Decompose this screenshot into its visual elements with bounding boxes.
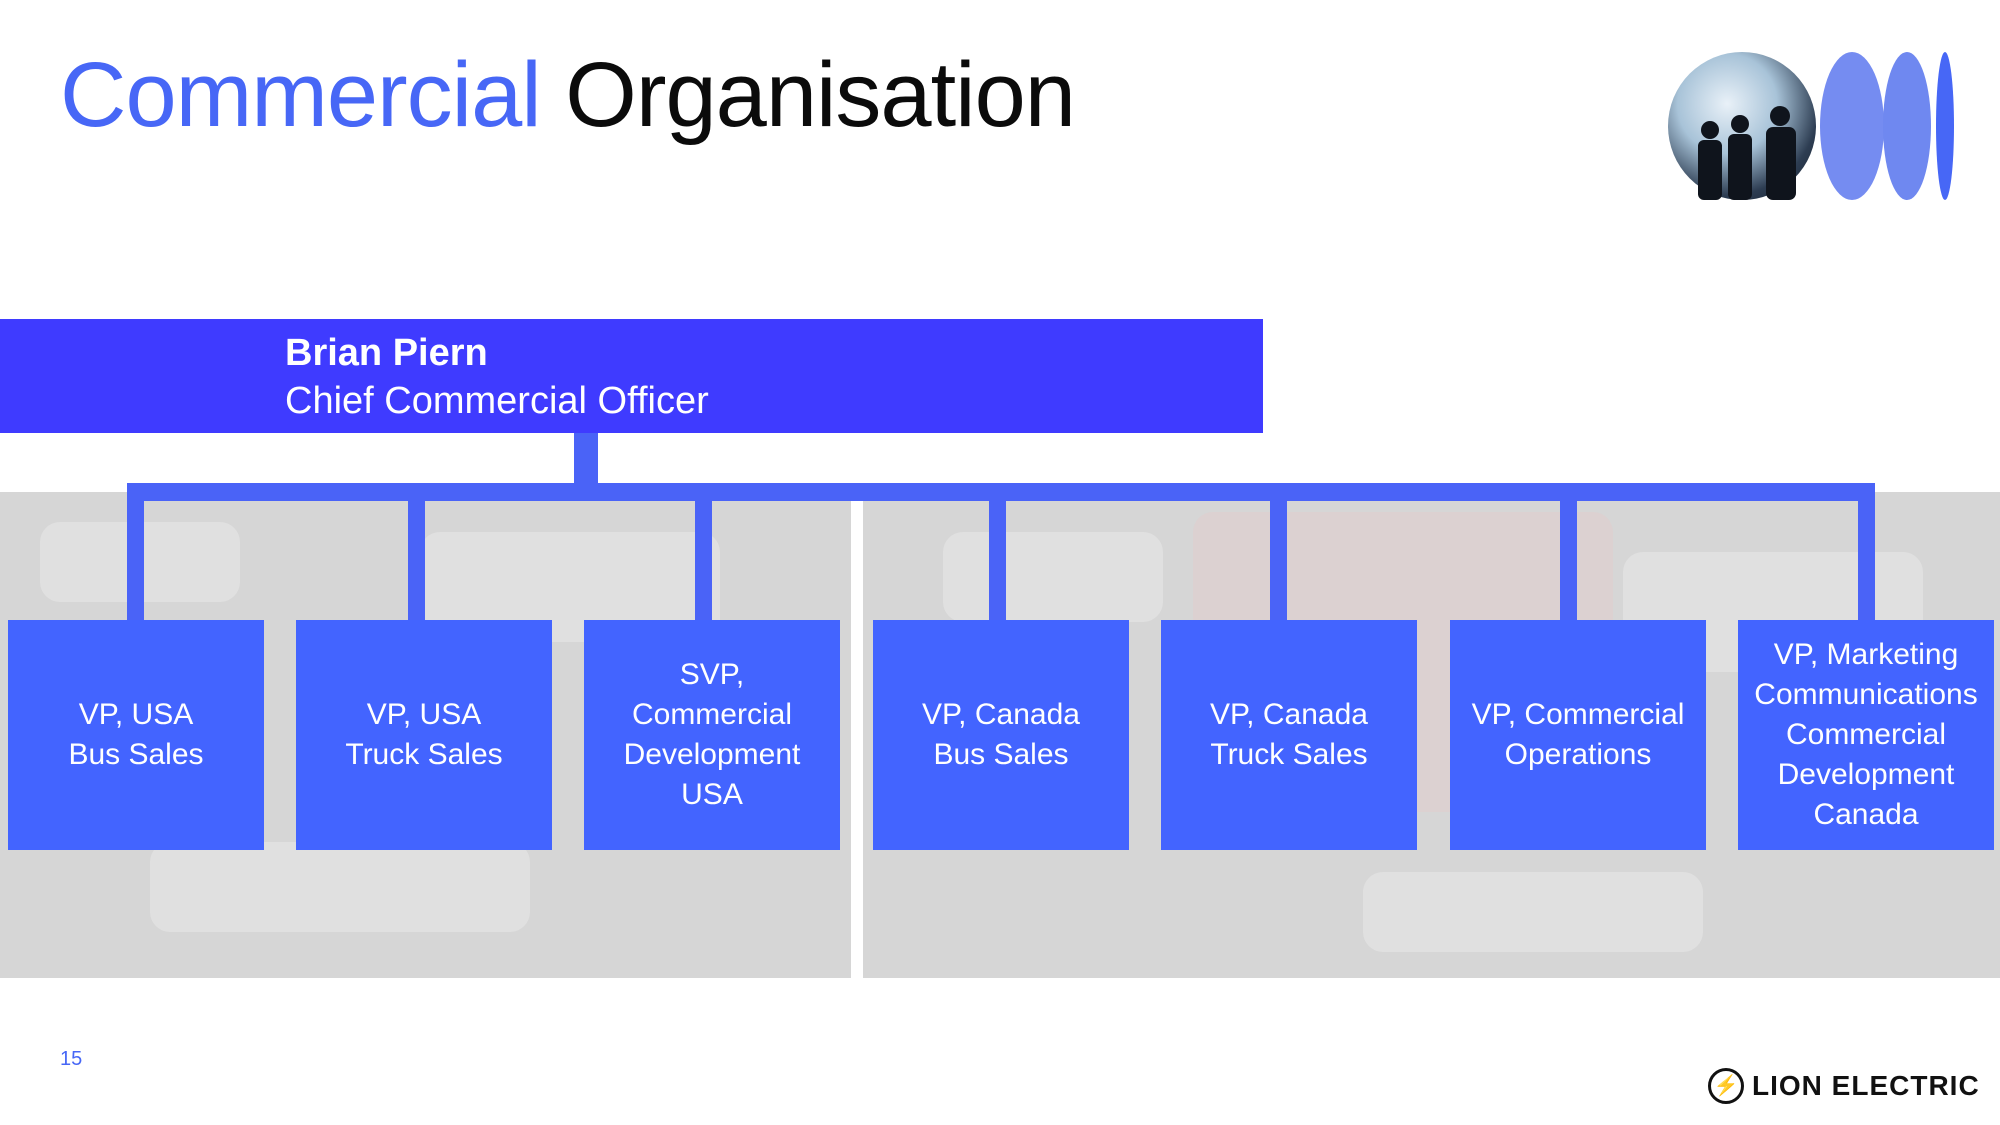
report-box-svp-commercial-development-usa: SVP, Commercial Development USA [584,620,840,850]
drop-connector [1858,483,1875,620]
report-label: VP, Commercial Operations [1471,698,1685,771]
head-name: Brian Piern [285,332,488,374]
report-label: VP, USA Bus Sales [68,698,204,771]
title-accent: Commercial [60,44,542,146]
report-box-vp-usa-bus-sales: VP, USA Bus Sales [8,620,264,850]
report-box-vp-canada-bus-sales: VP, Canada Bus Sales [873,620,1129,850]
report-box-vp-canada-truck-sales: VP, Canada Truck Sales [1161,620,1417,850]
silhouettes-icon [1698,106,1796,200]
head-connector [574,433,598,484]
report-label: VP, Marketing Communications Commercial … [1754,638,1978,831]
team-photo-decoration [1668,48,1958,200]
drop-connector [1270,483,1287,620]
page-number: 15 [60,1048,83,1070]
lightning-bolt-icon: ⚡ [1708,1068,1744,1104]
team-photo-circle [1668,52,1816,200]
blue-oval-2 [1883,52,1931,200]
report-label: SVP, Commercial Development USA [623,658,801,811]
report-label: VP, Canada Truck Sales [1210,698,1368,771]
head-role: Chief Commercial Officer [285,380,709,422]
drop-connector [695,483,712,620]
chief-commercial-officer-box: Brian Piern Chief Commercial Officer [0,319,1263,433]
drop-connector [989,483,1006,620]
report-box-vp-usa-truck-sales: VP, USA Truck Sales [296,620,552,850]
logo-text: LION ELECTRIC [1752,1070,1980,1101]
drop-connector [127,483,144,620]
company-logo: ⚡ LION ELECTRIC [1708,1068,1980,1104]
page-title: Commercial Organisation [60,40,1076,150]
blue-oval-3 [1936,52,1954,200]
report-label: VP, Canada Bus Sales [922,698,1080,771]
drop-connector [1560,483,1577,620]
report-box-vp-marketing-communications: VP, Marketing Communications Commercial … [1738,620,1994,850]
report-box-vp-commercial-operations: VP, Commercial Operations [1450,620,1706,850]
drop-connector [408,483,425,620]
blue-oval-1 [1820,52,1884,200]
title-rest: Organisation [565,44,1076,146]
report-label: VP, USA Truck Sales [345,698,503,771]
